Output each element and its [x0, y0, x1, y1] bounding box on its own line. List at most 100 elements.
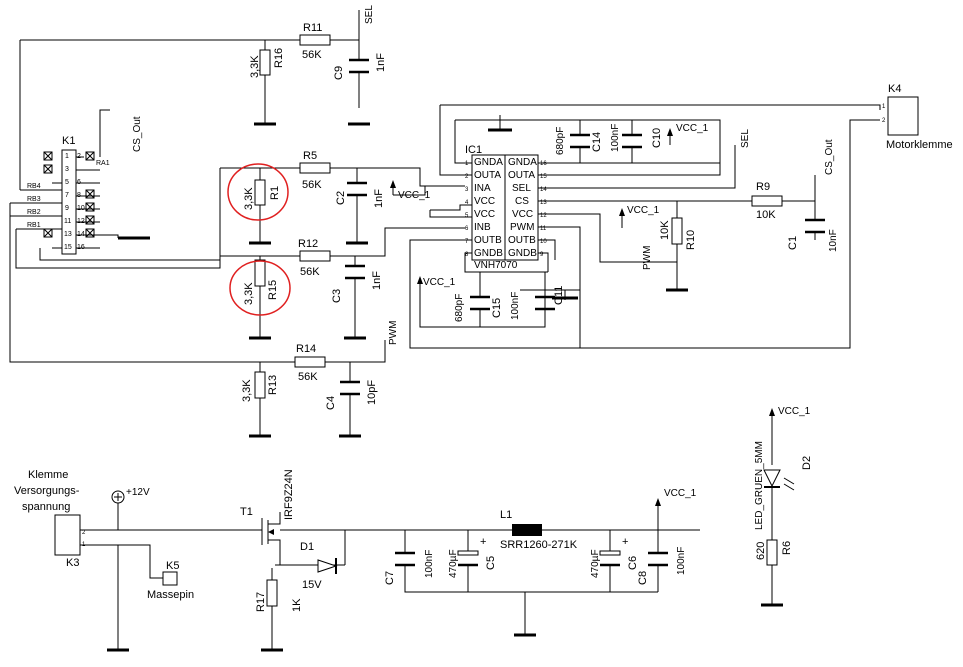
- c1-label: C1: [787, 236, 799, 250]
- d1-zener-icon: [317, 559, 338, 573]
- ic1-pin-label: OUTA: [474, 170, 501, 181]
- c7-value: 100nF: [424, 550, 435, 578]
- k1-pin-number: 7: [65, 192, 69, 199]
- k4-connector: K4 Motorklemme 1 2: [882, 83, 953, 151]
- r10-value: 10K: [659, 220, 671, 240]
- ic1-body: [471, 154, 506, 261]
- k5-ref: K5: [166, 560, 179, 572]
- k4-pin-number: 2: [882, 118, 886, 124]
- r15-resistor: [254, 259, 266, 287]
- rb2-net: RB2: [27, 209, 41, 216]
- c14-c10-group: 680pF C14 100nF C10 VCC_1 SEL: [555, 120, 751, 163]
- k1-pin-number: 15: [64, 244, 72, 251]
- ic1-ref: IC1: [465, 144, 482, 156]
- vcc-arrow-icon: [619, 208, 625, 216]
- c5-value: 470µF: [448, 549, 459, 578]
- c9-value: 1nF: [375, 53, 387, 72]
- k1-label: K1: [62, 135, 75, 147]
- ic1-pin-number: 3: [465, 187, 469, 193]
- vcc-arrow-icon: [769, 408, 775, 416]
- t1-ref: T1: [240, 506, 253, 518]
- ic1-pin-label: INB: [474, 222, 491, 233]
- ic1-pin-label: OUTB: [508, 235, 536, 246]
- ic1-pin-number: 5: [465, 213, 469, 219]
- r11-value: 56K: [302, 49, 322, 61]
- k3-label-3: spannung: [22, 501, 70, 513]
- r5-value: 56K: [302, 179, 322, 191]
- k4-pin-number: 1: [882, 104, 886, 110]
- d2-part: LED_GRUEN_5MM: [754, 441, 765, 530]
- c7-label: C7: [384, 571, 396, 585]
- vcc1-net-led: VCC_1: [778, 406, 811, 417]
- k3-label-1: Klemme: [28, 469, 68, 481]
- r12-value: 56K: [300, 266, 320, 278]
- ic1-vnh7070: IC1 VNH7070 GNDA OUTA INA VCC VCC INB OU…: [390, 104, 881, 349]
- c4-value: 10pF: [366, 380, 378, 405]
- k1-pin-number: 9: [65, 205, 69, 212]
- highlight-circle-r15: [229, 260, 291, 316]
- r17-label: R17: [255, 592, 267, 612]
- highlight-circle-r1: [227, 163, 289, 221]
- r9-value: 10K: [756, 209, 776, 221]
- k3-label-2: Versorgungs-: [14, 485, 80, 497]
- ic1-pin-number: 13: [540, 200, 547, 206]
- c8-label: C8: [637, 571, 649, 585]
- mosfet-arrow-icon: [268, 529, 274, 535]
- r10-label: R10: [685, 230, 697, 250]
- c5-label: C5: [485, 556, 497, 570]
- r14-resistor: [294, 356, 326, 368]
- k3-pin-number: 2: [82, 530, 86, 536]
- c10-value: 100nF: [610, 124, 621, 152]
- ic1-pin-number: 1: [465, 161, 469, 167]
- ic1-pin-number: 4: [465, 200, 469, 206]
- d2-led-icon: [763, 469, 781, 488]
- rb3-net: RB3: [27, 196, 41, 203]
- r11-r16-c9-group: R11 56K 3,3K R16 C9 1nF SEL: [19, 5, 387, 190]
- l1-part: SRR1260-271K: [500, 539, 578, 551]
- c11-value: 100nF: [510, 292, 521, 320]
- k4-ref: K4: [888, 83, 901, 95]
- rb1-net: RB1: [27, 222, 41, 229]
- ic1-right-pins: GNDA OUTA SEL CS VCC PWM OUTB GNDB 16 15…: [508, 157, 547, 259]
- r16-resistor: [259, 49, 271, 76]
- k3-ref: K3: [66, 557, 79, 569]
- k1-body: [61, 149, 77, 255]
- c6-label: C6: [627, 556, 639, 570]
- ic1-pin-label: OUTB: [474, 235, 502, 246]
- ic1-pin-number: 9: [540, 252, 544, 258]
- k1-nc-markers: [43, 151, 95, 238]
- r15-label: R15: [267, 280, 279, 300]
- r16-value: 3,3K: [249, 55, 261, 78]
- r5-resistor: [299, 162, 331, 174]
- rb4-net: RB4: [27, 183, 41, 190]
- led-light-arrows-icon: [783, 477, 795, 491]
- r9-r10-c1-group: R9 10K 10K R10 C1 10nF CS_Out VCC_1 PWM: [619, 139, 839, 292]
- ra1-net: RA1: [96, 160, 110, 167]
- ic1-pin-label: GNDA: [508, 157, 537, 168]
- ic1-body-right: [504, 154, 539, 261]
- vcc1-net-c10: VCC_1: [676, 123, 709, 134]
- c3-value: 1nF: [371, 271, 383, 290]
- ic1-pin-label: INA: [474, 183, 491, 194]
- r17-value: 1K: [291, 598, 303, 612]
- vcc-arrow-icon: [417, 276, 423, 284]
- ic1-pin-number: 10: [540, 239, 547, 245]
- r11-label: R11: [303, 22, 322, 34]
- c15-c11-group: 680pF C15 100nF C11 VCC_1: [417, 276, 578, 327]
- ic1-pin-label: VCC: [474, 209, 495, 220]
- ic1-pin-number: 11: [540, 226, 547, 232]
- r1-value: 3,3K: [243, 187, 255, 210]
- k1-pin-number: 5: [65, 179, 69, 186]
- ic1-pin-label: GNDB: [474, 248, 503, 259]
- r13-label: R13: [267, 375, 279, 395]
- c6-plus: +: [622, 536, 628, 548]
- r5-label: R5: [303, 150, 317, 162]
- r14-r13-c4-group: R14 56K 3,3K R13 C4 10pF PWM: [9, 203, 399, 438]
- c10-label: C10: [651, 128, 663, 148]
- r12-label: R12: [298, 238, 318, 250]
- ic1-pin-label: PWM: [510, 222, 534, 233]
- ic1-pin-number: 14: [540, 187, 547, 193]
- ic1-pin-label: CS: [515, 196, 529, 207]
- ic1-pin-number: 7: [465, 239, 469, 245]
- c14-label: C14: [591, 132, 603, 152]
